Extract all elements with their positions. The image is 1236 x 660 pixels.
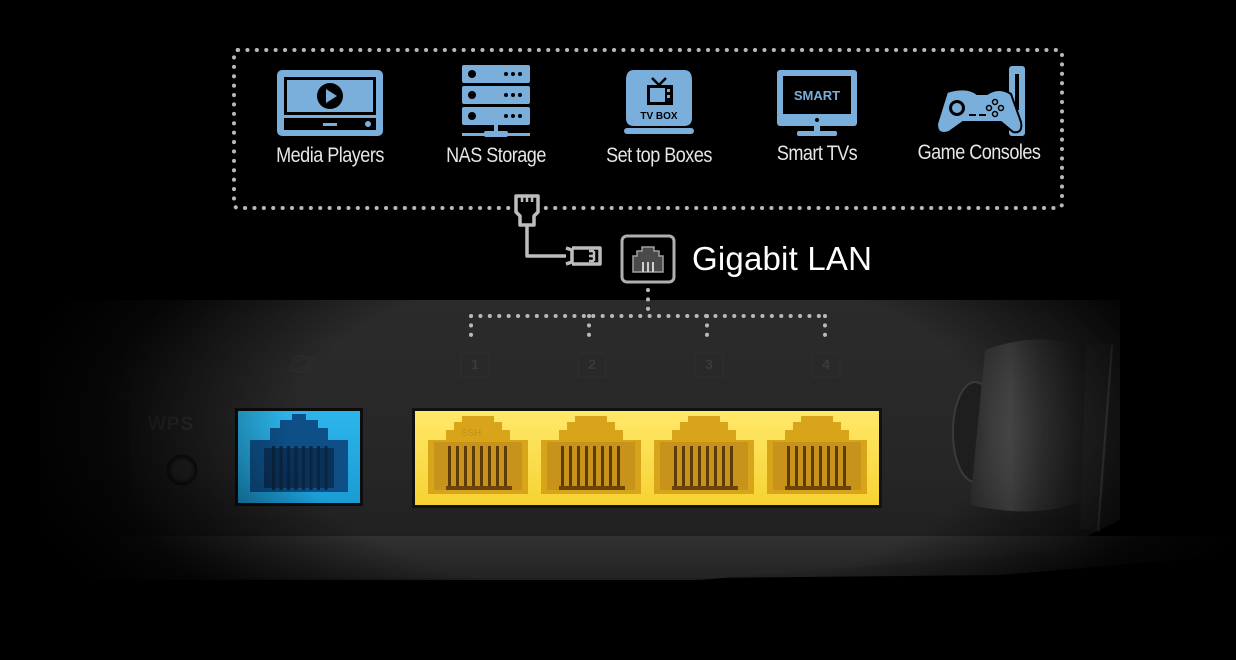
- ethernet-cable-icon: [514, 194, 602, 266]
- device-smart-tvs: SMART Smart TVs: [742, 68, 892, 166]
- device-label: Set top Boxes: [606, 144, 712, 167]
- device-label: NAS Storage: [446, 144, 546, 167]
- tv-box-badge: TV BOX: [640, 111, 678, 122]
- device-set-top-boxes: TV BOX Set top Boxes: [584, 68, 734, 168]
- device-group: Media Players NAS Storage: [232, 48, 1062, 208]
- device-label: Media Players: [276, 144, 384, 167]
- nas-storage-icon: [462, 65, 530, 137]
- device-label: Smart TVs: [776, 142, 858, 165]
- set-top-box-icon: TV BOX: [624, 70, 694, 134]
- gigabit-lan-label: Gigabit LAN: [692, 240, 873, 277]
- smart-tv-icon: SMART: [777, 70, 857, 136]
- device-media-players: Media Players: [255, 68, 405, 168]
- media-player-icon: [277, 70, 383, 136]
- smart-badge: SMART: [794, 88, 840, 103]
- game-console-icon: [935, 66, 1025, 136]
- device-nas-storage: NAS Storage: [421, 65, 571, 168]
- lan-branch-line: [469, 288, 827, 346]
- device-game-consoles: Game Consoles: [904, 66, 1054, 165]
- lan-port-icon: [620, 234, 676, 284]
- device-group-border: [232, 48, 1064, 210]
- device-label: Game Consoles: [917, 141, 1041, 164]
